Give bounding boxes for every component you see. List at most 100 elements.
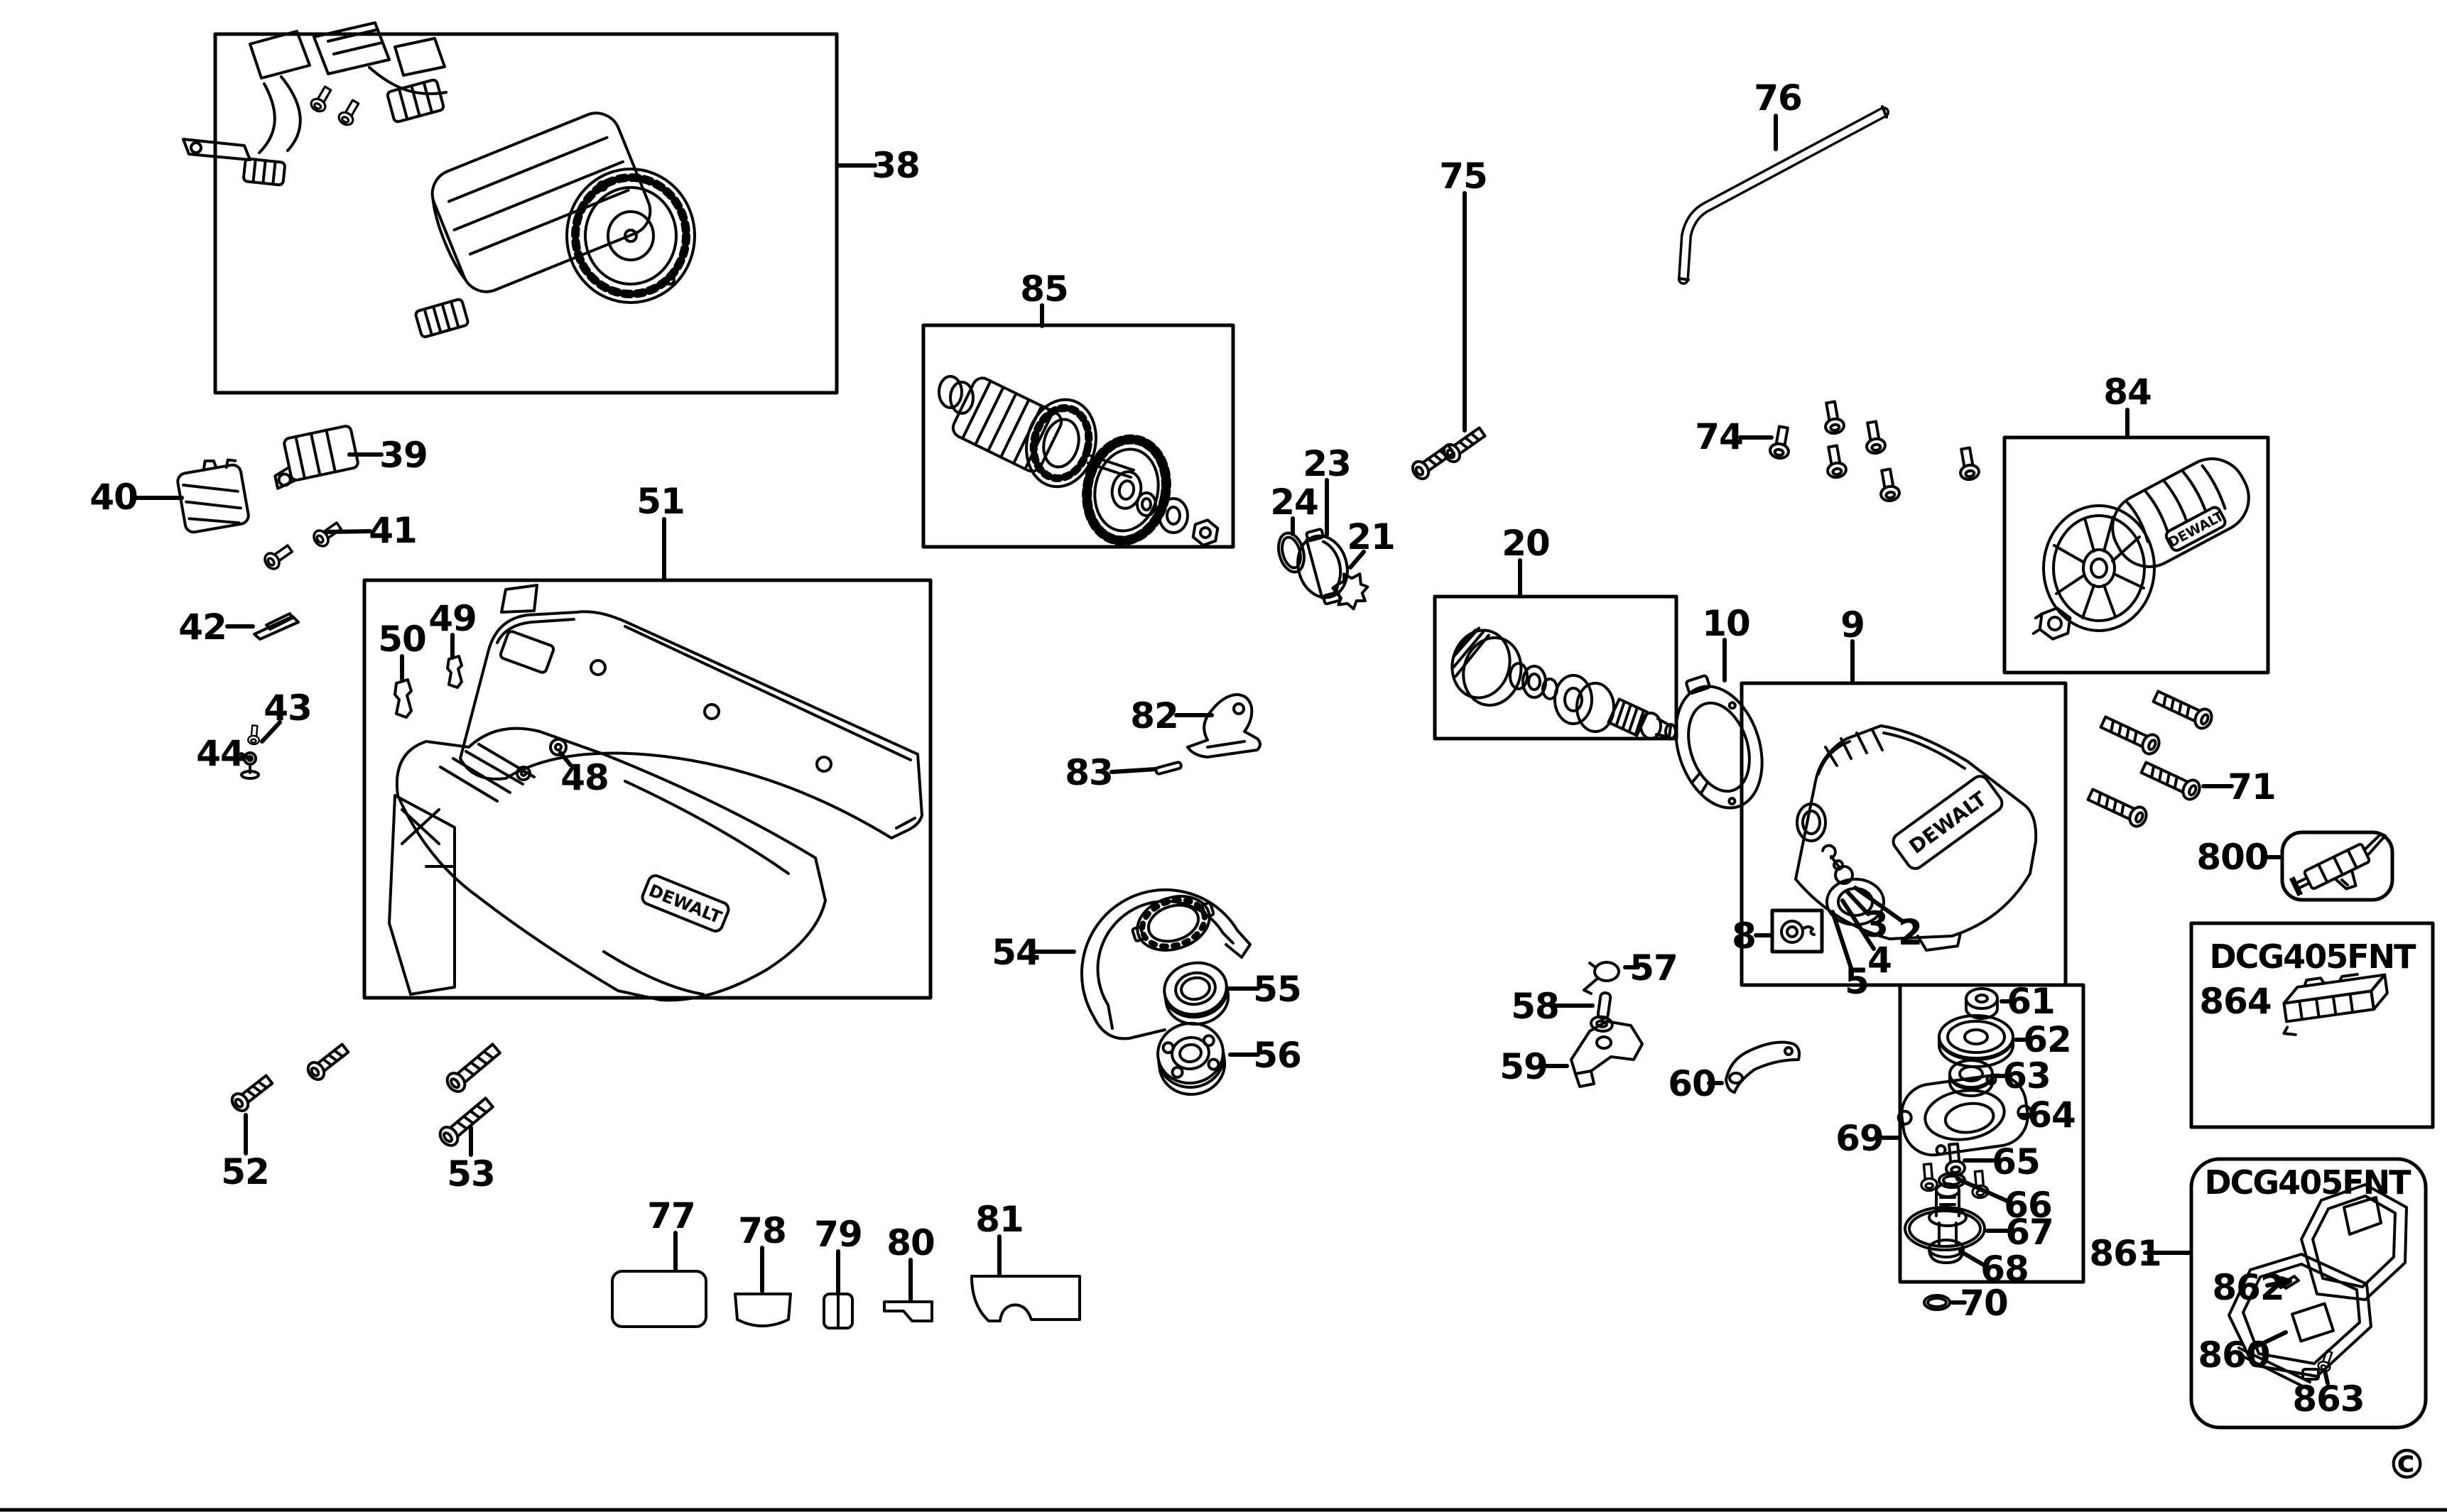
part-21-star-knob — [1331, 572, 1369, 611]
part-82-lock-button — [1186, 693, 1262, 758]
pinion-parts-2-3-4-5 — [1821, 844, 1854, 885]
handle-nut — [2031, 607, 2072, 641]
callout-860: 860 — [2198, 1334, 2270, 1376]
part-68-cup — [1928, 1239, 1965, 1264]
callout-76: 76 — [1754, 77, 1803, 119]
part-49-clip — [446, 655, 463, 689]
model-title-kitbox: DCG405FNT — [2204, 1163, 2411, 1202]
callout-85: 85 — [1020, 268, 1069, 310]
copyright-symbol: © — [2386, 1440, 2428, 1489]
part-40-switch-module — [176, 458, 250, 534]
part-800-grease-applicator — [2289, 832, 2387, 896]
part-20-spindle-assembly — [1450, 626, 1677, 740]
callout-62: 62 — [2023, 1019, 2072, 1060]
callout-4: 4 — [1867, 940, 1892, 981]
callout-55: 55 — [1253, 969, 1302, 1010]
callout-864: 864 — [2199, 981, 2272, 1022]
callout-83: 83 — [1065, 752, 1114, 793]
callout-52: 52 — [221, 1151, 270, 1192]
callout-66: 66 — [2004, 1185, 2053, 1226]
callout-20: 20 — [1502, 523, 1551, 564]
part-9-gearcase: DEWALT — [1780, 724, 2038, 952]
ring-gear — [1082, 434, 1171, 546]
callout-42: 42 — [178, 607, 227, 648]
part-51-housing: DEWALT — [388, 584, 923, 1002]
callout-59: 59 — [1499, 1046, 1548, 1087]
box-20-spindle-assembly — [1433, 594, 1678, 741]
callout-861: 861 — [2089, 1233, 2161, 1274]
part-84-side-handle: DEWALT — [2031, 457, 2250, 641]
part-77-label-plate — [611, 1270, 707, 1328]
callout-71: 71 — [2228, 766, 2277, 807]
callout-82: 82 — [1130, 695, 1179, 736]
callout-84: 84 — [2103, 371, 2152, 413]
callout-61: 61 — [2007, 981, 2056, 1022]
box-84-side-handle — [2002, 435, 2270, 675]
callout-41: 41 — [369, 510, 418, 551]
callout-40: 40 — [89, 477, 139, 518]
box-864-accessory — [2189, 921, 2435, 1129]
callout-39: 39 — [379, 435, 428, 476]
callout-50: 50 — [378, 619, 427, 660]
part-60-arm — [1725, 1040, 1801, 1094]
part-78-plate — [734, 1293, 792, 1327]
vent-grille — [414, 298, 470, 339]
part-74-screw — [1767, 424, 1794, 462]
callout-77: 77 — [647, 1195, 696, 1236]
model-title-accessory-box: DCG405FNT — [2209, 937, 2416, 976]
callout-49: 49 — [428, 598, 477, 639]
box-800-grease — [2280, 830, 2394, 902]
part-54-wheel-guard — [1080, 888, 1252, 1040]
box-38-motor-assembly — [213, 32, 839, 395]
part-860-kitbox — [2228, 1183, 2408, 1391]
callout-51: 51 — [636, 481, 685, 522]
box-69-flange-assembly — [1898, 983, 2085, 1284]
vent-cover — [242, 157, 286, 187]
callout-75: 75 — [1439, 156, 1488, 197]
dewalt-logo-gearcase: DEWALT — [1892, 775, 2004, 870]
callout-70: 70 — [1960, 1283, 2009, 1324]
part-43-screw — [246, 724, 261, 746]
callout-54: 54 — [992, 932, 1041, 973]
part-85-armature-assembly — [938, 375, 1220, 547]
part-80-bracket — [883, 1300, 933, 1322]
dewalt-logo-housing: DEWALT — [641, 874, 730, 932]
part-70-o-ring — [1923, 1294, 1951, 1311]
part-65-screw — [1943, 1141, 1967, 1178]
part-48-nuts — [516, 738, 568, 781]
callout-8: 8 — [1732, 915, 1757, 957]
callout-38: 38 — [872, 145, 921, 186]
part-8-brush — [1780, 920, 1816, 944]
motor-can — [430, 112, 652, 293]
part-50-clip — [394, 678, 413, 719]
callout-44: 44 — [196, 733, 245, 774]
part-24-o-ring — [1277, 531, 1306, 574]
box-8-brush — [1770, 908, 1824, 954]
box-51-housing-assembly — [362, 578, 933, 1000]
part-42-clip — [253, 612, 300, 641]
callout-65: 65 — [1992, 1141, 2041, 1182]
part-79-plate — [823, 1293, 854, 1329]
part-61-cap — [1965, 987, 1999, 1020]
bearing — [1158, 497, 1189, 534]
part-864-battery — [2282, 972, 2389, 1036]
part-76-hex-key — [1678, 105, 1889, 285]
part-57-spring — [1583, 961, 1620, 995]
armature-fan — [1025, 398, 1097, 489]
callout-48: 48 — [560, 757, 609, 798]
callout-43: 43 — [264, 687, 313, 729]
callout-80: 80 — [886, 1222, 935, 1263]
callout-3: 3 — [1864, 904, 1889, 945]
callout-5: 5 — [1845, 961, 1870, 1002]
part-59-lock-lever — [1570, 1020, 1644, 1088]
callout-57: 57 — [1629, 947, 1678, 989]
part-10-guard-ring — [1674, 674, 1764, 810]
callout-63: 63 — [2002, 1055, 2051, 1097]
part-81-plate — [970, 1275, 1081, 1322]
callout-21: 21 — [1347, 516, 1396, 558]
part-52-screws — [227, 1039, 352, 1116]
part-62-disc — [1938, 1014, 2014, 1068]
box-85-armature-assembly — [921, 323, 1235, 549]
